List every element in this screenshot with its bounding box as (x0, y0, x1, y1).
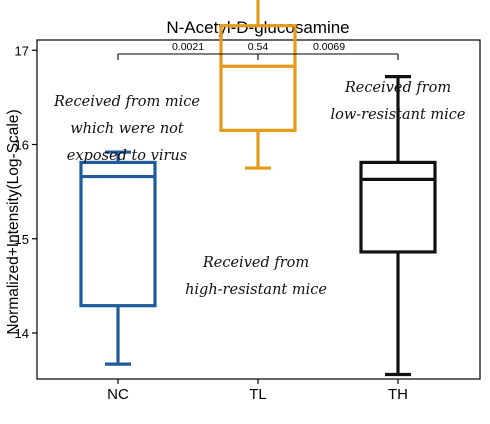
annotation-3: Received from low-resistant mice (330, 80, 465, 123)
box-tl (219, 0, 297, 170)
boxes (79, 0, 437, 377)
y-tick-label: 15 (15, 232, 29, 247)
y-axis: 1415161718 (15, 43, 37, 341)
annotation-line: Received from (344, 80, 451, 96)
annotation-line: exposed to virus (67, 148, 187, 164)
box-th (359, 75, 437, 377)
x-tick-label: NC (107, 386, 129, 403)
x-tick-label: TL (249, 386, 267, 403)
box-iqr (359, 160, 437, 254)
box-iqr (219, 24, 297, 132)
chart-title: N-Acetyl-D-glucosamine (166, 18, 349, 37)
x-axis: NC TL TH (107, 379, 408, 403)
annotations: Received from mice which were not exposed … (53, 80, 466, 298)
box-nc (79, 150, 157, 366)
x-tick-label: TH (388, 386, 408, 403)
y-tick-label: 17 (15, 43, 29, 58)
y-axis-label: Normalized+Intensity(Log-Scale) (5, 109, 22, 334)
annotation-line: Received from mice (53, 94, 200, 110)
annotation-line: low-resistant mice (330, 107, 465, 123)
annotation-line: which were not (70, 121, 184, 137)
annotation-line: high-resistant mice (185, 282, 327, 298)
y-tick-label: 16 (15, 138, 29, 153)
annotation-1: Received from mice which were not exposed … (53, 94, 200, 164)
box-iqr (79, 160, 157, 308)
y-tick-label: 14 (15, 326, 29, 341)
significance-bracket: 0.0021 0.54 0.0069 (117, 41, 399, 60)
annotation-line: Received from (202, 255, 309, 271)
p-value-label: 0.54 (248, 41, 269, 53)
annotation-2: Received from high-resistant mice (185, 255, 327, 298)
p-value-label: 0.0021 (172, 41, 204, 53)
p-value-label: 0.0069 (313, 41, 345, 53)
